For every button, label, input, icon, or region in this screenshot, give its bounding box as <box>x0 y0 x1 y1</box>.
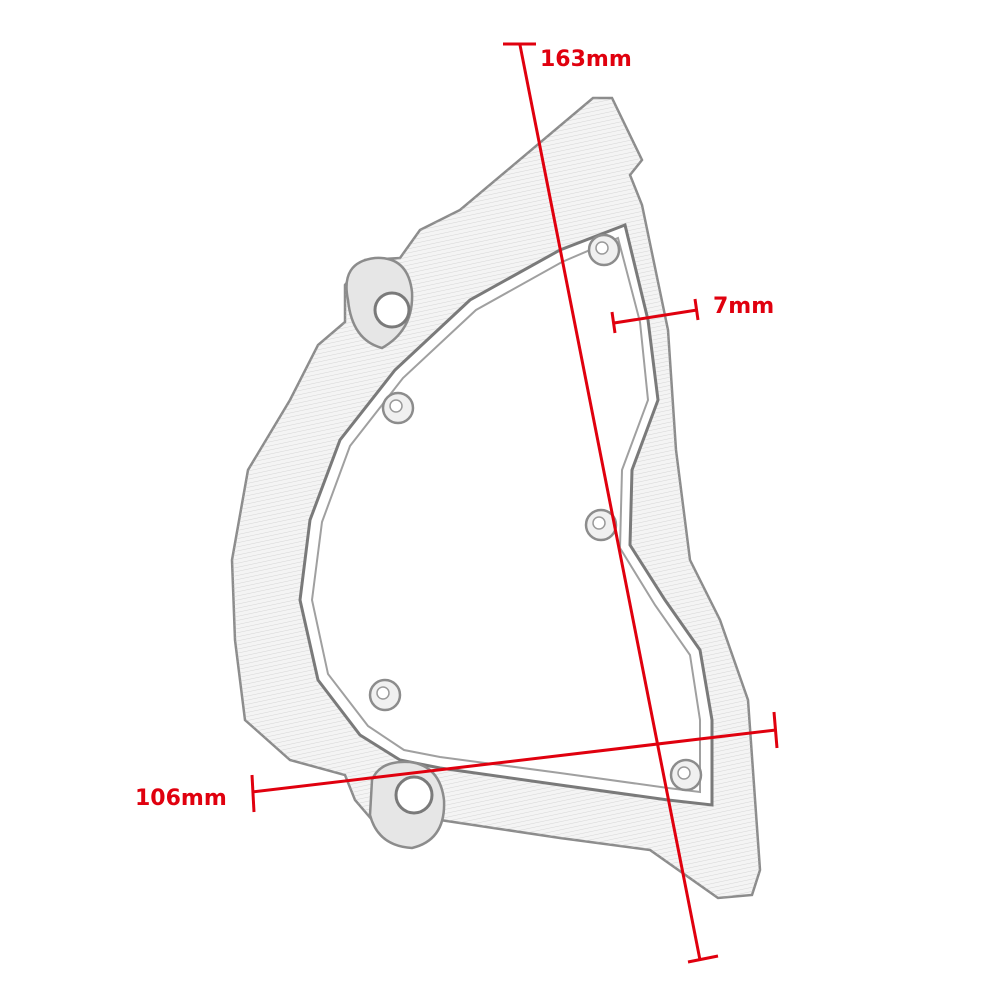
bolt-3 <box>584 508 618 542</box>
width-label: 106mm <box>135 786 227 811</box>
inner-window <box>298 222 714 807</box>
inner-window-lip <box>310 236 701 794</box>
thickness-label: 7mm <box>713 294 774 319</box>
bolt-1 <box>587 233 621 267</box>
dimension-thickness: 7mm <box>610 294 774 334</box>
dimension-length: 163mm <box>503 42 719 964</box>
mount-ear-top <box>345 256 414 350</box>
length-label: 163mm <box>540 47 632 72</box>
bolt-4 <box>368 678 402 712</box>
bolt-2 <box>381 391 415 425</box>
dimension-width: 106mm <box>135 711 779 813</box>
sprocket-cover <box>230 96 762 900</box>
mount-ear-bottom <box>368 760 446 850</box>
bolt-5 <box>669 758 703 792</box>
